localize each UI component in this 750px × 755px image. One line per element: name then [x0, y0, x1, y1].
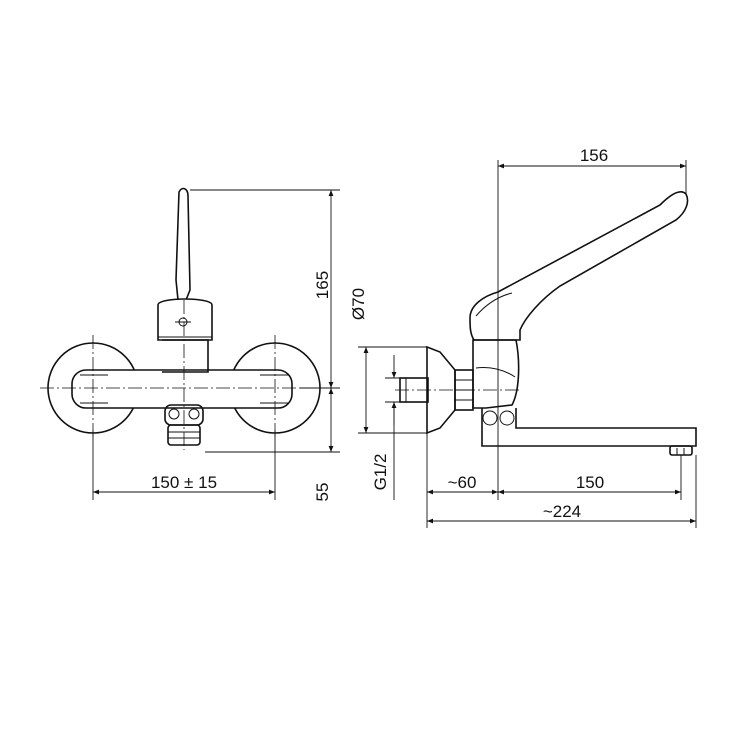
dim-center-distance: 150 ± 15	[151, 473, 217, 492]
dim-thread: G1/2	[371, 454, 390, 491]
spout	[481, 408, 697, 447]
dim-rosette-diameter: Ø70	[349, 288, 368, 320]
lever-side	[469, 190, 689, 341]
dim-lever-reach: 156	[580, 146, 608, 165]
aerator	[669, 445, 693, 456]
lever-front	[175, 187, 191, 301]
side-view	[395, 190, 697, 456]
cartridge-housing	[157, 298, 213, 341]
front-dimensions: 165 55 150 ± 15	[92, 189, 340, 502]
side-dimensions: 156 Ø70 G1/2 ~60 150 ~224	[349, 146, 697, 528]
mixer-body-side	[472, 339, 520, 409]
mixer-body	[71, 369, 293, 409]
dim-spout-reach: 150	[576, 473, 604, 492]
dim-wall-to-body: ~60	[448, 473, 477, 492]
front-view	[40, 187, 321, 450]
dim-height-below-axis: 55	[313, 483, 332, 502]
dim-total-depth: ~224	[543, 502, 581, 521]
dim-height-above-axis: 165	[313, 271, 332, 299]
